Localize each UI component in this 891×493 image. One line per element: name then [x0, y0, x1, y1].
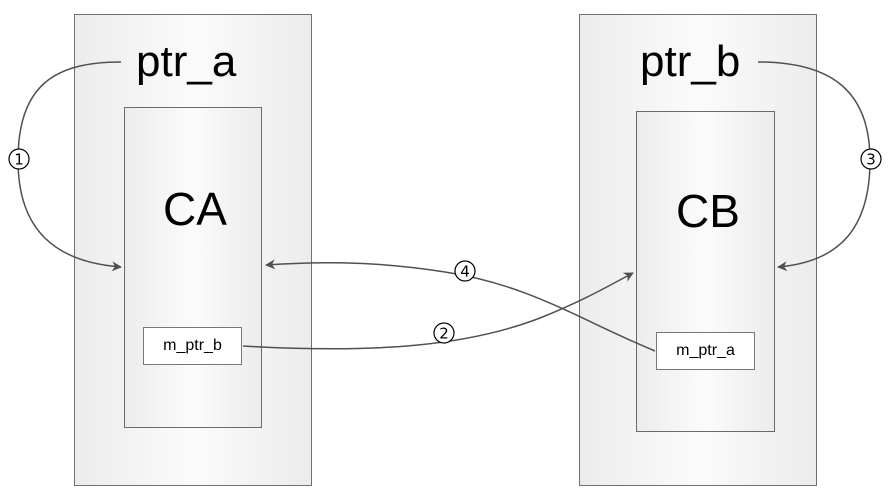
marker-4-label: 4 [460, 263, 470, 281]
class-b-box [636, 111, 775, 432]
ptr-b-label: ptr_b [640, 37, 741, 86]
marker-1-label: 1 [14, 151, 24, 169]
marker-3-label: 3 [866, 151, 876, 169]
class-a-label: CA [163, 183, 227, 235]
arrow-4 [265, 259, 656, 352]
marker-1: 1 [8, 148, 30, 170]
marker-2: 2 [433, 322, 455, 344]
class-b-label: CB [676, 185, 740, 237]
arrow-1 [17, 61, 122, 272]
arrow-2 [242, 272, 634, 350]
m-ptr-b-field: m_ptr_b [143, 327, 242, 365]
ptr-a-label: ptr_a [136, 37, 237, 86]
marker-2-label: 2 [439, 325, 449, 343]
arrow-3 [757, 61, 871, 272]
m-ptr-a-field: m_ptr_a [656, 332, 755, 370]
marker-3: 3 [860, 148, 882, 170]
class-a-box [124, 107, 262, 428]
marker-4: 4 [454, 260, 476, 282]
